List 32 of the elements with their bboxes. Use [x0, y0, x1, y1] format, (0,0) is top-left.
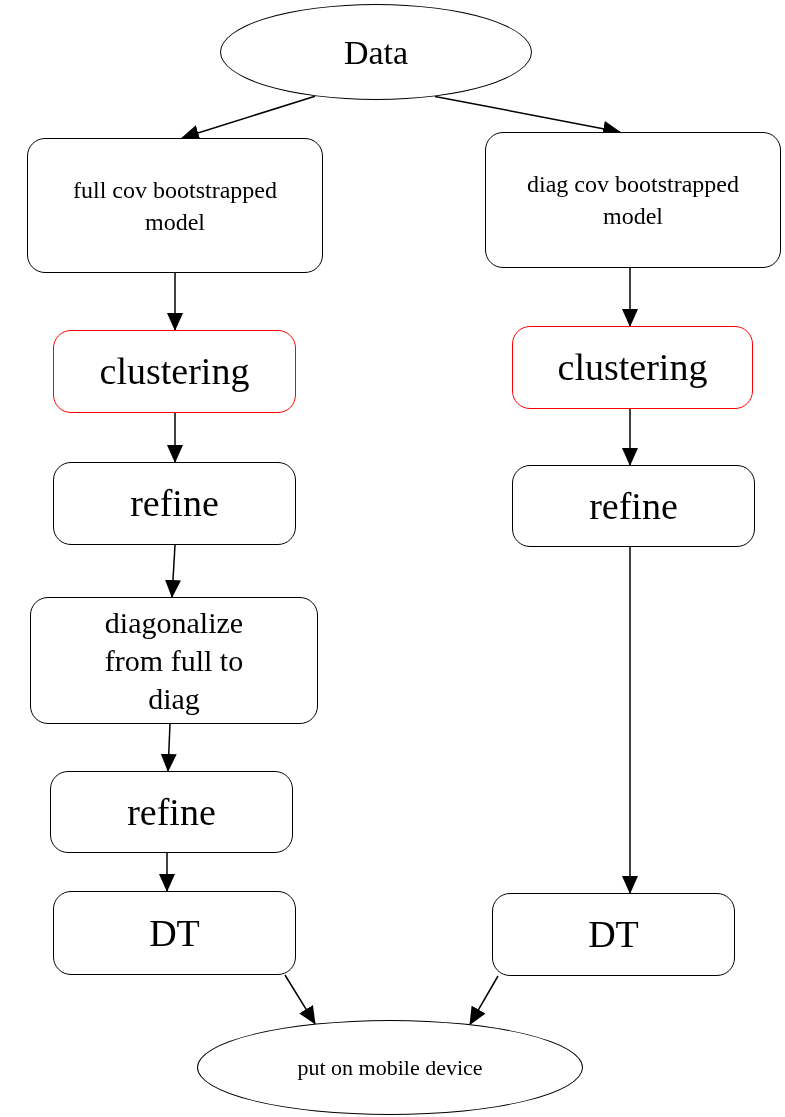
- arrow: [284, 974, 316, 1025]
- process-box: [512, 465, 755, 547]
- node-label: put on mobile device: [296, 1054, 484, 1082]
- node-label: clustering: [556, 345, 709, 390]
- process-box: [512, 326, 753, 409]
- node-label: DT: [587, 912, 640, 957]
- node-label: refine: [126, 789, 217, 835]
- arrow: [165, 544, 181, 598]
- arrow: [159, 852, 175, 892]
- arrow: [469, 975, 499, 1026]
- node-label: DT: [148, 910, 201, 956]
- process-box: [50, 771, 293, 853]
- node-label: diag cov bootstrapped model: [526, 170, 740, 231]
- process-box: [492, 893, 735, 976]
- process-box: [53, 891, 296, 975]
- node-label: full cov bootstrapped model: [72, 175, 278, 237]
- process-box: [53, 330, 296, 413]
- node-label: refine: [129, 481, 220, 526]
- process-box: [27, 138, 323, 273]
- process-box: [485, 132, 781, 268]
- arrow: [167, 412, 183, 463]
- arrow: [160, 723, 177, 772]
- arrow: [167, 272, 183, 331]
- process-box: [30, 597, 318, 724]
- node-label: clustering: [98, 349, 251, 394]
- node-label: diagonalize from full to diag: [103, 604, 245, 717]
- arrow: [622, 408, 638, 466]
- node-label: refine: [588, 483, 679, 529]
- process-box: [53, 462, 296, 545]
- node-label: Data: [342, 32, 410, 73]
- arrow: [622, 267, 638, 327]
- arrow: [622, 546, 638, 894]
